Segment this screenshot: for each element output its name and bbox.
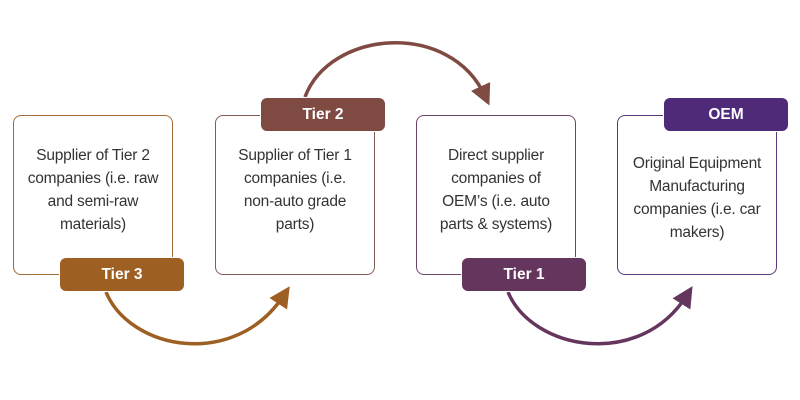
tier3-label: Tier 3 [59, 257, 185, 292]
tier2-description: Supplier of Tier 1 companies (i.e. non-a… [238, 147, 352, 233]
tier1-box: Direct supplier companies of OEM’s (i.e.… [416, 115, 576, 275]
oem-label: OEM [663, 97, 789, 132]
oem-description: Original Equipment Manufacturing compani… [632, 155, 762, 241]
arrow-tier2-to-tier1 [303, 41, 491, 106]
oem-box: Original Equipment Manufacturing compani… [617, 115, 777, 275]
tier2-box: Supplier of Tier 1 companies (i.e. non-a… [215, 115, 375, 275]
tier3-box: Supplier of Tier 2 companies (i.e. raw a… [13, 115, 173, 275]
tier1-label: Tier 1 [461, 257, 587, 292]
tier1-description: Direct supplier companies of OEM’s (i.e.… [439, 147, 553, 233]
tier2-label: Tier 2 [260, 97, 386, 132]
arrow-tier1-to-oem [506, 286, 693, 346]
arrow-tier3-to-tier2 [104, 286, 290, 346]
tier3-description: Supplier of Tier 2 companies (i.e. raw a… [27, 147, 159, 233]
